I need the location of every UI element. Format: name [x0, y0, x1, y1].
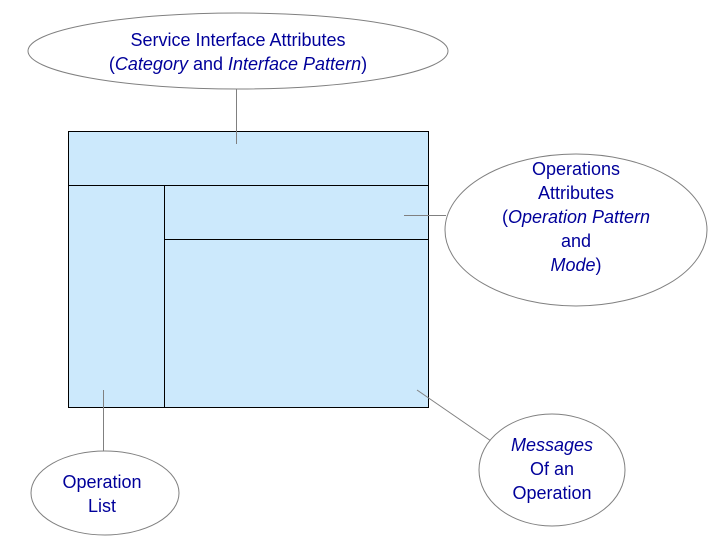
ellipse-operation-list	[30, 450, 180, 536]
callout-operation-list: Operation List	[42, 470, 162, 518]
open-paren: (	[108, 54, 115, 74]
callout-service-interface: Service Interface Attributes (Category a…	[68, 28, 408, 76]
operations-attributes-and: and	[560, 231, 592, 251]
open-paren: (	[501, 207, 508, 227]
operations-attributes-line5: Mode)	[466, 253, 686, 277]
callout-messages: Messages Of an Operation	[492, 433, 612, 505]
connector-messages	[416, 389, 492, 442]
interface-panel	[68, 131, 429, 408]
operations-attributes-line3: (Operation Pattern	[466, 205, 686, 229]
ellipse-messages	[478, 413, 626, 527]
and-text: and	[187, 54, 228, 74]
operations-attributes-line1: Operations	[531, 159, 621, 179]
operation-list-line2: List	[87, 496, 116, 516]
operation-pattern-label: Operation Pattern	[507, 207, 651, 227]
operations-attributes-line2: Attributes	[537, 183, 615, 203]
operation-list-line1: Operation	[62, 472, 142, 492]
messages-label: Messages	[510, 435, 594, 455]
mode-label: Mode	[550, 255, 596, 275]
messages-line3: Operation	[512, 483, 592, 503]
callout-operations-attributes: Operations Attributes (Operation Pattern…	[466, 157, 686, 277]
ellipse-service-interface	[27, 12, 449, 90]
service-interface-title: Service Interface Attributes	[130, 30, 346, 50]
close-paren: )	[361, 54, 368, 74]
close-paren: )	[595, 255, 602, 275]
interface-pattern-label: Interface Pattern	[228, 54, 362, 74]
ellipse-operations-attributes	[444, 153, 708, 307]
service-interface-details: (Category and Interface Pattern)	[68, 52, 408, 76]
messages-line2: Of an	[529, 459, 575, 479]
messages-line1: Messages	[492, 433, 612, 457]
category-label: Category	[114, 54, 188, 74]
